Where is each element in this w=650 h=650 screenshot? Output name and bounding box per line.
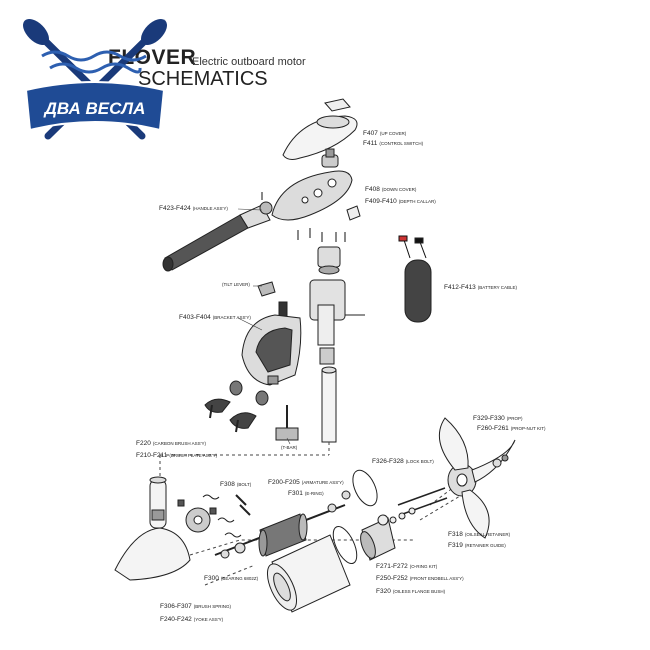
label-f412: F412-F413(BATTERY CABLE): [444, 284, 518, 291]
label-f326: F326-F328(LOCK BOLT): [372, 458, 434, 465]
label-f250: F250-F252(FRONT ENDBELL ASS'Y): [376, 575, 464, 582]
t-bar-part: [275, 405, 299, 441]
depth-collar-part: [309, 246, 365, 365]
label-f423: F423-F424(HANDLE ASS'Y): [159, 205, 228, 212]
armature-part: [214, 503, 346, 559]
battery-cable-part: [398, 235, 432, 323]
label-f320: F320(OILESS FLANGE BUSH): [376, 588, 446, 595]
brush-springs: [202, 494, 251, 538]
shaft-part: [321, 366, 337, 443]
leader-lines: [237, 208, 291, 445]
screws: [261, 192, 346, 242]
label-f408: F408(DOWN COVER): [365, 186, 417, 193]
label-f240: F240-F242(YOKE ASS'Y): [160, 616, 224, 623]
clamp-knobs: [204, 380, 269, 433]
label-f403: F403-F404(BRACKET ASS'Y): [179, 314, 251, 321]
logo-text: ДВА ВЕСЛА: [43, 99, 146, 118]
page-title: SCHEMATICS: [138, 68, 268, 90]
front-endbell-part: [360, 514, 396, 561]
handle-part: [162, 201, 273, 272]
label-f407: F407(UP COVER): [363, 130, 407, 137]
o-rings: [332, 469, 378, 565]
label-f306: F306-F307(BRUSH SPRING): [160, 603, 232, 610]
label-f200: F200-F205(ARMATURE ASS'Y): [268, 479, 344, 486]
tilt-lever-part: [257, 281, 288, 321]
label-f210: F210-F211(BRUSH PLATE ASS'Y): [136, 452, 218, 459]
up-cover-part: [282, 98, 358, 160]
logo-badge: [24, 81, 166, 132]
yoke-part: [266, 534, 351, 613]
control-switch-part: [321, 148, 339, 168]
lock-bolts: [389, 487, 448, 524]
logo: ДВА ВЕСЛА: [23, 19, 167, 140]
down-cover-part: [271, 170, 361, 221]
propeller-part: [438, 417, 516, 539]
label-f329: F329-F330(PROP): [473, 415, 523, 422]
label-f271: F271-F272(O-RING KIT): [376, 563, 438, 570]
label-t-bar: (T-BAR): [281, 445, 298, 450]
subtitle: Electric outboard motor: [192, 56, 306, 68]
bracket-part: [241, 314, 302, 386]
label-f319: F319(RETAINER GUIDE): [448, 542, 506, 549]
label-f411: F411(CONTROL SWITCH): [363, 140, 424, 147]
label-tilt-lever: (TILT LEVER): [222, 282, 250, 287]
lower-unit-part: [114, 476, 191, 581]
label-f301: F301(E-RING): [288, 490, 324, 497]
label-f300: F300(BEARING 6802Z): [204, 575, 259, 582]
brush-plate-part: [177, 499, 217, 533]
label-f318: F318(OILSEAL RETAINER): [448, 531, 511, 538]
label-f220: F220(CARBON BRUSH ASS'Y): [136, 440, 206, 447]
label-f308: F308(BOLT): [220, 481, 252, 488]
label-f409: F409-F410(DEPTH CALLAR): [365, 198, 436, 205]
label-f260: F260-F261(PROP-NUT KIT): [477, 425, 546, 432]
